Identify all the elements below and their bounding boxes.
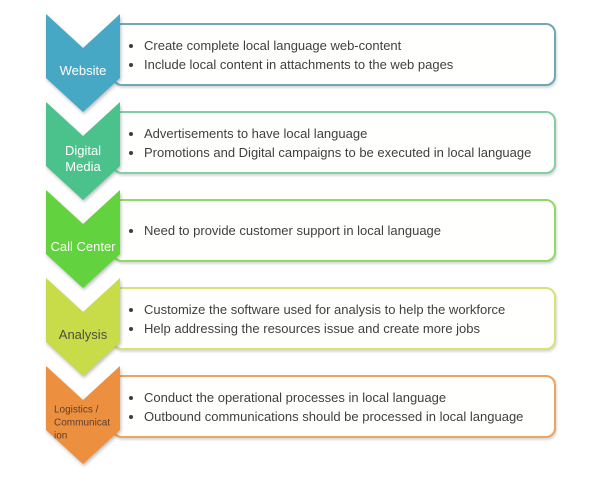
website-chevron-down-icon bbox=[46, 14, 120, 112]
bullet-item: Conduct the operational processes in loc… bbox=[144, 388, 523, 407]
digital-media-label: Digital Media bbox=[64, 142, 102, 174]
logistics-communication-label: Logistics / Communication bbox=[54, 404, 111, 442]
website-box: Create complete local language web-conte… bbox=[112, 23, 556, 86]
analysis-label: Analysis bbox=[58, 326, 108, 342]
call-center-box: Need to provide customer support in loca… bbox=[112, 199, 556, 262]
website-bullet-list: Create complete local language web-conte… bbox=[114, 36, 461, 74]
analysis-bullet-list: Customize the software used for analysis… bbox=[114, 300, 513, 338]
bullet-item: Create complete local language web-conte… bbox=[144, 36, 453, 55]
website-label: Website bbox=[59, 62, 107, 78]
bullet-item: Help addressing the resources issue and … bbox=[144, 319, 505, 338]
logistics-communication-bullet-list: Conduct the operational processes in loc… bbox=[114, 388, 531, 426]
bullet-item: Customize the software used for analysis… bbox=[144, 300, 505, 319]
call-center-chevron-down-icon bbox=[46, 190, 120, 288]
step-analysis: Analysis Customize the software used for… bbox=[0, 278, 600, 376]
digital-media-bullet-list: Advertisements to have local language Pr… bbox=[114, 124, 539, 162]
digital-media-chevron-down-icon bbox=[46, 102, 120, 200]
bullet-item: Advertisements to have local language bbox=[144, 124, 531, 143]
call-center-label: Call Center bbox=[50, 238, 116, 254]
analysis-box: Customize the software used for analysis… bbox=[112, 287, 556, 350]
step-digital-media: Digital Media Advertisements to have loc… bbox=[0, 102, 600, 200]
step-call-center: Call Center Need to provide customer sup… bbox=[0, 190, 600, 288]
step-logistics-communication: Logistics / Communication Conduct the op… bbox=[0, 366, 600, 464]
bullet-item: Promotions and Digital campaigns to be e… bbox=[144, 143, 531, 162]
logistics-communication-chevron-down-icon bbox=[46, 366, 120, 464]
bullet-item: Outbound communications should be proces… bbox=[144, 407, 523, 426]
bullet-item: Need to provide customer support in loca… bbox=[144, 221, 441, 240]
analysis-chevron-down-icon bbox=[46, 278, 120, 376]
logistics-communication-box: Conduct the operational processes in loc… bbox=[112, 375, 556, 438]
bullet-item: Include local content in attachments to … bbox=[144, 55, 453, 74]
digital-media-box: Advertisements to have local language Pr… bbox=[112, 111, 556, 174]
step-website: Website Create complete local language w… bbox=[0, 14, 600, 112]
call-center-bullet-list: Need to provide customer support in loca… bbox=[114, 221, 449, 240]
